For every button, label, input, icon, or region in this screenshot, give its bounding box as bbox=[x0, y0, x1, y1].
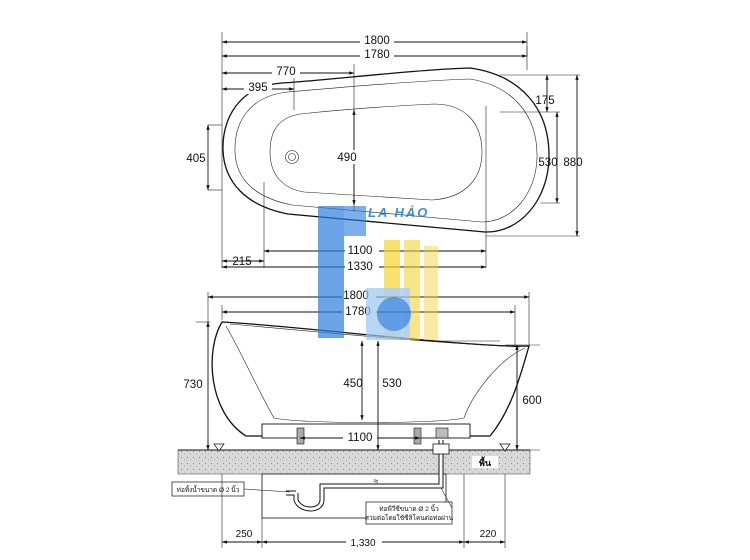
side-dim-height-left: 730 bbox=[183, 379, 202, 391]
top-view-rim bbox=[234, 78, 538, 223]
top-dim-total-width: 880 bbox=[563, 157, 582, 169]
top-view-inner-bowl bbox=[269, 103, 483, 201]
note-drain-left-leader bbox=[243, 488, 291, 493]
floor-label: พื้น bbox=[479, 456, 492, 468]
watermark-blue-circle bbox=[377, 297, 411, 331]
bottom-dim-right: 220 bbox=[480, 529, 497, 540]
top-view: 1800 1780 770 395 405 490 175 530 880 11… bbox=[186, 32, 583, 273]
top-view-extension-lines bbox=[208, 32, 580, 268]
top-dim-bowl-length: 1100 bbox=[348, 245, 373, 257]
top-dim-bowl-width-left: 405 bbox=[186, 153, 205, 165]
top-dim-bowl-width-center: 490 bbox=[337, 152, 356, 164]
watermark-yellow-bar-3 bbox=[424, 246, 438, 340]
top-view-drain bbox=[285, 150, 299, 164]
side-view-inner-left bbox=[225, 325, 275, 419]
top-dim-width-right: 530 bbox=[538, 157, 557, 169]
side-view-bowl-bottom bbox=[273, 417, 465, 423]
drain-pipe-collar bbox=[432, 443, 450, 455]
floor-level-marker bbox=[213, 443, 225, 452]
note-drain-right-leader bbox=[440, 487, 453, 509]
side-view-drain-fitting bbox=[435, 427, 449, 439]
note-drain-left: ท่อทิ้งน้ำขนาด Ø 2 นิ้ว bbox=[177, 485, 240, 494]
top-dim-total-length: 1800 bbox=[364, 35, 390, 47]
note-drain-right-line1: ท่อพีวีซีขนาด Ø 2 นิ้ว bbox=[379, 504, 439, 513]
top-dim-rim-to-drain: 395 bbox=[248, 82, 267, 94]
side-dim-inner-depth: 450 bbox=[343, 378, 362, 390]
note-drain-right-box bbox=[365, 501, 453, 525]
watermark-text: LA HẢO bbox=[368, 205, 429, 220]
floor-level-marker-right bbox=[499, 443, 511, 452]
top-view-drain-inner bbox=[288, 153, 296, 161]
top-dim-bowl-end-offset: 175 bbox=[535, 95, 554, 107]
top-dim-left-offset: 215 bbox=[232, 256, 251, 268]
side-view-foot-right bbox=[413, 427, 422, 445]
floor-slab bbox=[177, 449, 531, 475]
side-view-foot-left bbox=[296, 427, 305, 445]
top-view-outer-outline bbox=[222, 67, 550, 233]
note-drain-right-line2: สวมต่อโดยใช้ซีลิโคนต่อท่อผ่าน bbox=[365, 514, 454, 522]
side-dim-rim-length: 1780 bbox=[345, 306, 371, 318]
bottom-dim-center: 1,330 bbox=[350, 538, 375, 549]
side-dim-height-right: 600 bbox=[522, 395, 541, 407]
bottom-dim-left: 250 bbox=[236, 529, 253, 540]
top-dim-rim-length: 1780 bbox=[364, 49, 390, 61]
pipe-break-mark: ≈ bbox=[374, 476, 379, 486]
top-dim-rim-to-bowl-end: 770 bbox=[276, 66, 295, 78]
watermark-logo: LA HẢO bbox=[318, 205, 438, 340]
watermark-blue-bar bbox=[344, 206, 366, 236]
side-dim-height-center: 530 bbox=[382, 378, 401, 390]
drain-pipe-trap-inner bbox=[286, 440, 443, 511]
top-dim-inner-length: 1330 bbox=[347, 261, 373, 273]
watermark-blue-shape bbox=[318, 206, 344, 338]
side-dim-total-length: 1800 bbox=[343, 290, 369, 302]
side-view: 1800 1780 730 450 530 600 1100 พื้น ≈ ท่… bbox=[171, 288, 542, 549]
side-dim-base-length: 1100 bbox=[348, 432, 373, 444]
